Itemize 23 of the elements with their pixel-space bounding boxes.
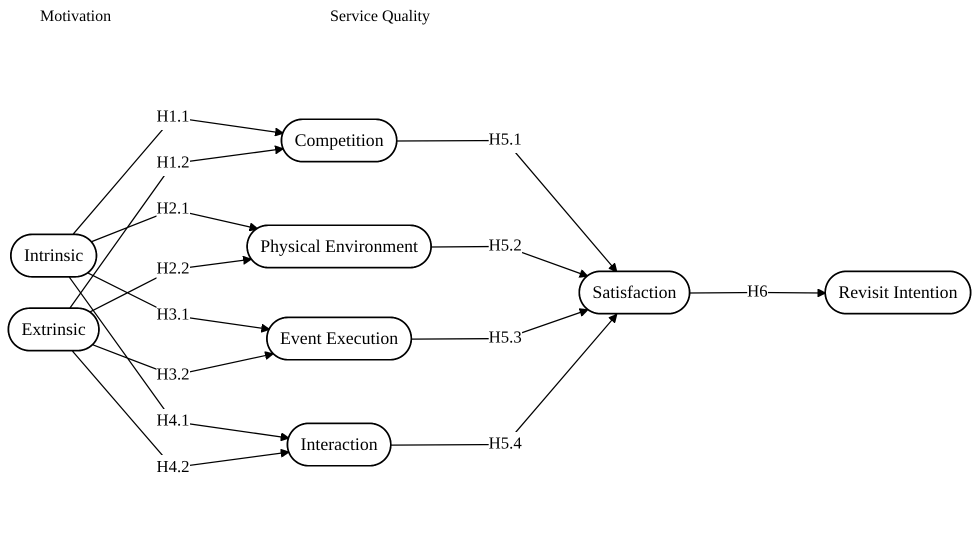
edge-label: H5.1: [488, 131, 522, 149]
group-label: Motivation: [40, 8, 112, 26]
edge-label: H2.2: [156, 260, 190, 278]
edge-label: H2.1: [156, 200, 190, 218]
arrow: [68, 145, 284, 310]
group-label: Service Quality: [330, 8, 430, 26]
arrow: [88, 272, 270, 333]
edge-label: H4.1: [156, 412, 190, 430]
arrow: [72, 116, 284, 236]
edge-label: H3.2: [156, 366, 190, 384]
edge-label: H3.1: [156, 306, 190, 324]
edge-label: H5.3: [488, 329, 522, 347]
edge-label: H1.1: [156, 108, 190, 126]
arrow: [72, 350, 290, 468]
edge-label: H1.2: [156, 154, 190, 172]
edge-label: H5.4: [488, 435, 522, 453]
edge-label: H4.2: [156, 458, 190, 476]
arrow: [89, 256, 252, 313]
arrow: [68, 276, 290, 442]
arrow: [397, 140, 618, 272]
edge-label: H6: [747, 283, 768, 301]
arrow: [391, 314, 618, 446]
edge-label: H5.2: [488, 237, 522, 255]
